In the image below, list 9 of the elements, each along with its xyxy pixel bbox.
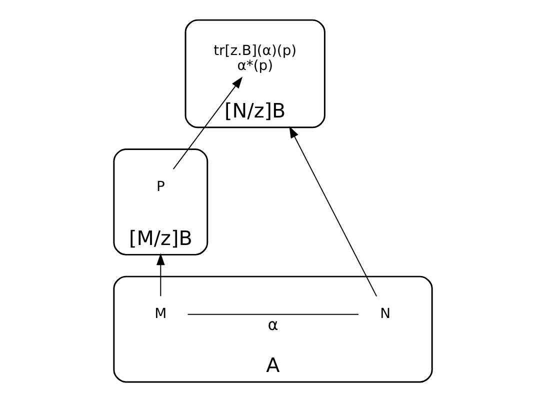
node-text: N (380, 306, 391, 322)
arrow (289, 126, 378, 297)
edge-label: α (268, 315, 278, 334)
arrow (156, 253, 165, 297)
node-text: M (154, 306, 167, 322)
node-text: tr[z.B](α)(p) α*(p) (214, 43, 297, 74)
arrow (172, 76, 243, 170)
connector (187, 314, 359, 315)
node-text: P (156, 178, 165, 195)
